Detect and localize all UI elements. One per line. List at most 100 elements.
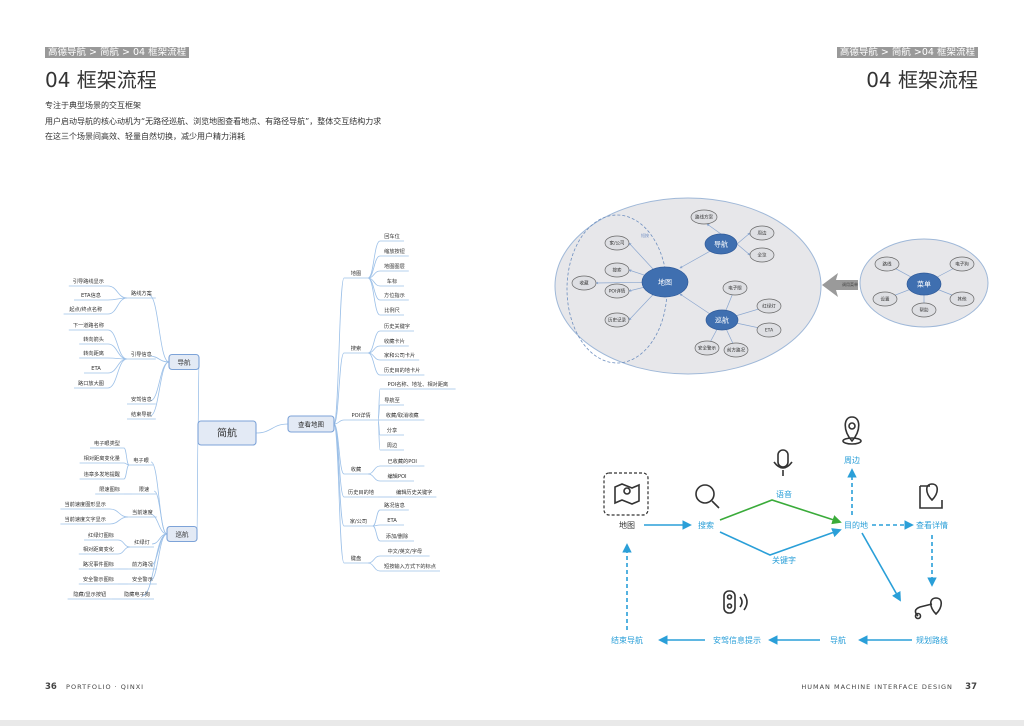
microphone-stand-icon <box>773 461 793 476</box>
mindmap-view-map-item-5: 比例尺 <box>384 306 400 314</box>
mindmap-nav-guide-item-3: ETA <box>91 366 101 372</box>
route-start-icon <box>914 612 922 620</box>
mindmap-branch-cruise <box>166 525 198 543</box>
route-path-icon <box>914 603 933 617</box>
left-desc-3: 在这三个场景间高效、轻量自然切换，减少用户精力消耗 <box>45 132 245 141</box>
mindmap-view-map-item-3: 车标 <box>387 277 397 285</box>
mindmap-link <box>367 330 381 354</box>
mindmap-link <box>333 352 345 425</box>
mindmap-link <box>367 473 381 482</box>
mindmap-cruise-hide-item-0: 隐藏/显示按钮 <box>73 590 106 598</box>
state-cruise-item-1 <box>756 298 782 314</box>
state-nav-label: 导航 <box>714 240 728 249</box>
mindmap-view-search-item-0: 历史关键字 <box>384 322 410 330</box>
speaker-dot-2-icon <box>726 603 733 609</box>
state-menu <box>906 272 942 296</box>
state-cruise-item-0-label: 电子眼 <box>728 285 742 292</box>
mindmap-link <box>117 546 131 555</box>
state-cruise-item-3-label: 安全警示 <box>698 345 716 352</box>
mindmap-link <box>367 255 381 279</box>
mindmap-cruise-light-item-0: 红绿灯图标 <box>88 531 114 539</box>
flow-arrow-dest-route <box>861 532 901 602</box>
mindmap-cruise-light-item-1: 相对距离变化 <box>83 545 114 553</box>
mindmap-view-poi-item-1: 导航至 <box>384 396 400 404</box>
state-menu-arrow <box>822 273 858 297</box>
mindmap-view-poi-item-2: 收藏/取消收藏 <box>386 411 420 419</box>
mindmap-cruise-speed-item-0: 当前速度图形显示 <box>64 500 106 508</box>
location-pin-base-icon <box>842 437 862 445</box>
mindmap-root <box>197 420 257 446</box>
mindmap-link <box>148 294 170 363</box>
left-footer: 36 PORTFOLIO · QINXI <box>45 682 144 692</box>
mindmap-view-map-item-2: 地图图层 <box>384 262 405 270</box>
mindmap-view-fav-item-0: 已收藏的POI <box>387 457 417 465</box>
flow-label-detail: 查看详情 <box>916 520 948 530</box>
state-left-item-4-label: 历史记录 <box>608 317 626 324</box>
mindmap-cruise-limit-item-0: 限速图标 <box>99 485 120 493</box>
mindmap-nav-guide-item-1: 转向箭头 <box>83 335 104 343</box>
state-cruise-item-4-label: 前方路况 <box>727 347 745 354</box>
flow-label-search: 搜索 <box>698 520 714 530</box>
mindmap-cruise-warn: 安全警示 <box>132 575 153 583</box>
right-footer: HUMAN MACHINE INTERFACE DESIGN 37 <box>801 682 977 692</box>
state-left-item-2 <box>571 275 597 291</box>
mindmap-nav-guide: 引导信息 <box>131 350 152 358</box>
state-menu-item-2-label: 设置 <box>881 296 890 303</box>
mindmap-link <box>333 419 345 425</box>
mindmap-link <box>153 490 168 535</box>
mindmap-view-map-item-0: 回车位 <box>384 232 400 240</box>
mindmap-link <box>123 464 130 480</box>
right-page-title: 04 框架流程 <box>866 68 978 92</box>
mindmap-link <box>372 525 381 542</box>
state-link <box>736 232 751 245</box>
search-handle-icon <box>711 500 720 509</box>
detail-pin-icon <box>925 483 939 502</box>
mindmap-cruise-eye-item-2: 违章多发地提醒 <box>84 470 120 478</box>
state-menu-arrow-label: 调用菜单 <box>842 281 858 287</box>
state-cruise-item-4 <box>723 342 749 358</box>
mindmap-cruise-hide: 隐藏电子狗 <box>124 590 150 598</box>
mindmap-view-poi-item-0: POI名称、地址、相对距离 <box>387 380 448 388</box>
mindmap-view-keyboard: 键盘 <box>351 554 361 562</box>
mindmap-view-hist: 历史目的地 <box>348 488 374 496</box>
left-desc-1: 专注于典型场景的交互框架 <box>45 101 141 110</box>
mindmap-nav-route-item-1: ETA信息 <box>81 291 101 299</box>
mindmap-view-poi-item-4: 周边 <box>387 441 398 449</box>
state-left-item-1-label: 搜索 <box>613 267 622 274</box>
speaker-dot-icon <box>726 594 733 600</box>
mindmap-view-keyboard-item-1: 短按输入方式下的标点 <box>384 562 436 570</box>
mindmap-view-map: 地图 <box>351 269 361 277</box>
sound-wave-icon <box>739 593 748 611</box>
mindmap-view-search-item-3: 历史目的地卡片 <box>384 366 420 374</box>
mindmap-branch-cruise-label: 巡航 <box>176 529 190 538</box>
state-nav <box>704 233 738 255</box>
flow-label-voice: 语音 <box>776 489 792 499</box>
mindmap-view-hist-item-0: 编辑历史关键字 <box>396 488 432 496</box>
mindmap-link <box>123 447 130 466</box>
flow-label-keyword: 关键字 <box>772 555 796 565</box>
left-breadcrumb: 高德导航 > 简航 > 04 框架流程 <box>45 47 190 58</box>
mindmap-cruise-ahead-item-0: 路况事件图标 <box>83 560 114 568</box>
map-box-icon <box>603 472 649 516</box>
right-breadcrumb: 高德导航 > 简航 >04 框架流程 <box>836 47 978 58</box>
state-menu-item-0-label: 路线 <box>883 261 892 268</box>
mindmap-link <box>333 423 345 564</box>
mindmap-link <box>367 562 381 572</box>
flow-label-nearby: 周边 <box>844 455 860 465</box>
mindmap-view-keyboard-item-0: 中文/英文/字母 <box>387 547 422 555</box>
state-nav-item-1-label: 全览 <box>758 252 767 259</box>
flow-label-dest: 目的地 <box>844 520 868 530</box>
mindmap-link <box>372 509 381 527</box>
state-nav-item-1 <box>749 247 775 263</box>
mindmap-view-map-item-4: 方位指示 <box>384 291 405 299</box>
mindmap-link <box>149 513 168 535</box>
mindmap-link <box>367 277 381 316</box>
mindmap-link <box>367 352 381 376</box>
mindmap-link <box>255 423 289 434</box>
state-left-item-3-label: POI详情 <box>609 288 626 295</box>
state-menu-item-4-label: 帮助 <box>920 307 929 314</box>
flow-label-map: 地图 <box>619 520 635 530</box>
state-cruise-item-1-label: 红绿灯 <box>762 303 776 310</box>
mindmap-root-label: 简航 <box>217 427 237 440</box>
mindmap-link <box>109 516 129 525</box>
